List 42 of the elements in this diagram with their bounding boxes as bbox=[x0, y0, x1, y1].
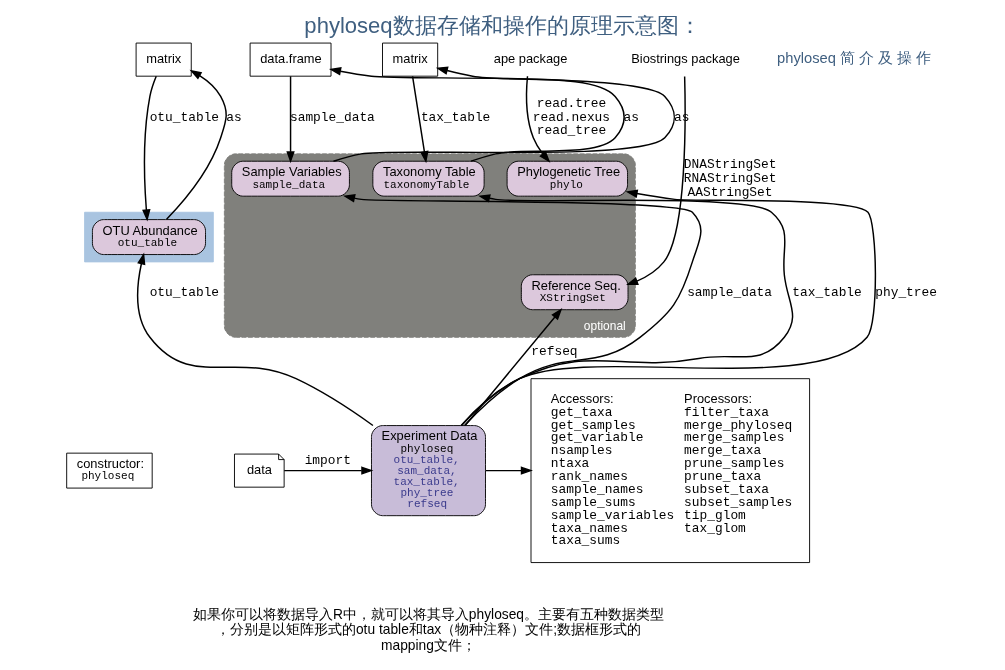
edge-label: import bbox=[304, 453, 351, 469]
arrow bbox=[626, 75, 686, 286]
edge-label: as bbox=[226, 109, 242, 125]
arrow bbox=[460, 194, 794, 427]
arrow bbox=[286, 75, 295, 164]
arrow bbox=[343, 194, 702, 427]
edge-label: refseq bbox=[531, 343, 578, 359]
node-box: OTU Abundance otu_table bbox=[91, 219, 206, 255]
arrow bbox=[283, 466, 374, 475]
arrow bbox=[464, 308, 563, 426]
node-text: ape package bbox=[493, 51, 568, 67]
edge-label: sample_data bbox=[687, 284, 773, 300]
node-box: Experiment Data phyloseq otu_table, sam_data, tax_table, phy_tree refseq bbox=[371, 425, 486, 517]
edge-label: otu_table bbox=[149, 109, 220, 125]
arrow bbox=[142, 75, 157, 222]
node-box: Taxonomy Table taxonomyTable bbox=[372, 160, 485, 197]
arrow bbox=[435, 66, 625, 162]
label: phyloseq 简 介 及 操 作 bbox=[777, 50, 932, 67]
node-box: matrix bbox=[382, 42, 439, 77]
edge-label: tax_table bbox=[792, 284, 862, 300]
node-box: constructor: phyloseq bbox=[66, 452, 153, 489]
node-box: Accessors: get_taxa get_samples get_variable nsamples ntaxa rank_names sample_names sample_sums sample_variables taxa_names taxa_sums Processors: filter_taxa merge_phyloseq merge_samples merge_taxa prune_samples prune_taxa subset_taxa subset_samples tip_glom tax_glom bbox=[530, 378, 811, 564]
node-box: data.frame bbox=[249, 42, 332, 77]
edge-label: read.tree read.nexus read_tree bbox=[532, 95, 611, 139]
arrow bbox=[525, 75, 551, 163]
node-box: Reference Seq. XStringSet bbox=[520, 274, 629, 311]
edge-label: otu_table bbox=[149, 284, 220, 300]
arrow bbox=[165, 69, 227, 220]
diagram-title: phyloseq数据存储和操作的原理示意图： bbox=[304, 13, 701, 39]
caption: 如果你可以将数据导入R中，就可以将其导入phyloseq。主要有五种数据类型，分别是以矩阵形式的otu table和tax（物种注释）文件;数据框形式的mapping文件； bbox=[192, 606, 665, 653]
cluster bbox=[84, 211, 214, 263]
node-box: matrix bbox=[135, 42, 192, 77]
arrow bbox=[484, 466, 533, 475]
node-box: Phylogenetic Tree phylo bbox=[506, 160, 628, 197]
arrow bbox=[460, 189, 877, 427]
edge-label: DNAStringSet RNAStringSet AAStringSet bbox=[683, 157, 777, 200]
edge-label: phy_tree bbox=[875, 284, 938, 300]
node-box: Sample Variables sample_data bbox=[231, 160, 350, 197]
node-text: Biostrings package bbox=[631, 51, 740, 67]
edge-label: sample_data bbox=[289, 109, 375, 125]
edge-label: tax_table bbox=[420, 109, 491, 125]
arrow bbox=[137, 252, 374, 427]
